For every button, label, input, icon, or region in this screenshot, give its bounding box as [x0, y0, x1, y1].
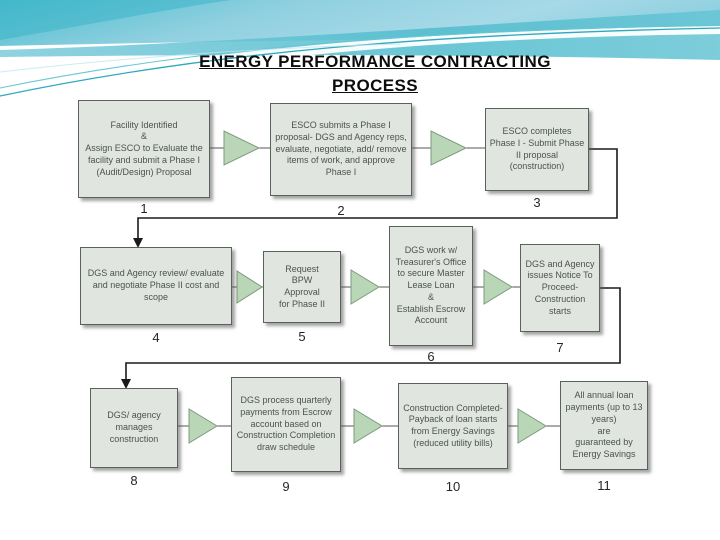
slide-title-line1: ENERGY PERFORMANCE CONTRACTING: [199, 52, 551, 71]
step-number-3: 3: [533, 195, 541, 210]
step-number-1: 1: [140, 201, 148, 216]
process-box-10: Construction Completed- Payback of loan …: [398, 383, 508, 469]
process-box-7: DGS and Agency issues Notice To Proceed-…: [520, 244, 600, 332]
step-number-7: 7: [556, 340, 564, 355]
step-number-2: 2: [337, 203, 345, 218]
slide-title-line2: PROCESS: [332, 75, 418, 95]
process-box-8: DGS/ agency manages construction: [90, 388, 178, 468]
wave-decoration: [0, 0, 720, 100]
step-number-5: 5: [298, 329, 306, 344]
process-box-5: Request BPW Approval for Phase II: [263, 251, 341, 323]
step-number-4: 4: [152, 330, 160, 345]
process-box-9: DGS process quarterly payments from Escr…: [231, 377, 341, 472]
step-number-9: 9: [282, 479, 290, 494]
process-box-2: ESCO submits a Phase I proposal- DGS and…: [270, 103, 412, 196]
step-number-8: 8: [130, 473, 138, 488]
process-box-6: DGS work w/ Treasurer's Office to secure…: [389, 226, 473, 346]
process-box-4: DGS and Agency review/ evaluate and nego…: [80, 247, 232, 325]
slide-title: ENERGY PERFORMANCE CONTRACTING PROCESS: [160, 50, 590, 98]
process-box-1: Facility Identified & Assign ESCO to Eva…: [78, 100, 210, 198]
step-number-10: 10: [445, 479, 461, 494]
step-number-11: 11: [597, 478, 611, 493]
step-number-6: 6: [427, 349, 435, 364]
process-box-3: ESCO completes Phase I - Submit Phase II…: [485, 108, 589, 191]
process-box-11: All annual loan payments (up to 13 years…: [560, 381, 648, 470]
